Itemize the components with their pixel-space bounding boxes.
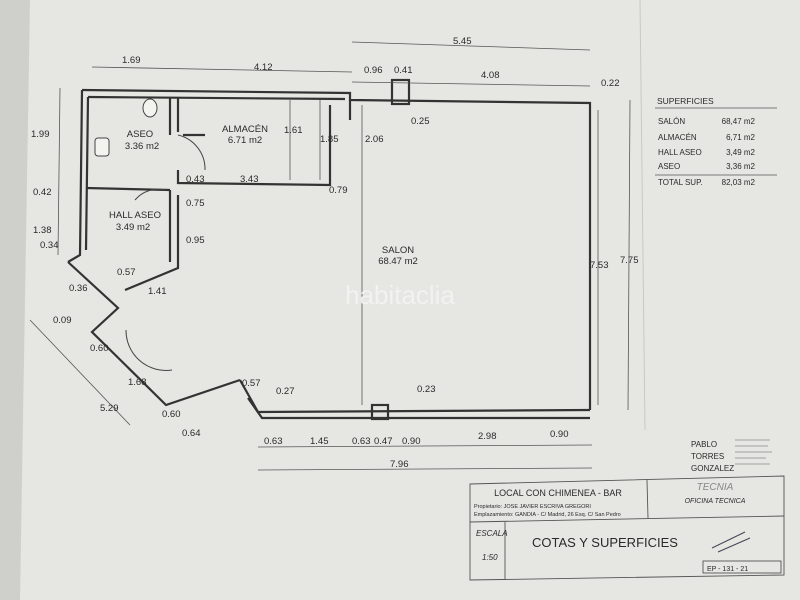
surface-label: ALMACÉN: [658, 133, 697, 142]
dimension-label: 0.09: [53, 315, 72, 326]
dimension-label: 0.47: [374, 436, 393, 447]
dimension-label: 0.95: [186, 235, 205, 246]
dimension-label: 0.43: [186, 174, 205, 185]
surface-value: 6,71 m2: [726, 133, 755, 142]
dimension-label: 0.57: [117, 267, 136, 278]
room-salon-area: 68.47 m2: [378, 256, 418, 267]
room-salon-name: SALON: [382, 245, 414, 256]
author-details: [735, 439, 772, 465]
dimension-label: 0.25: [411, 116, 430, 127]
dimension-label: 0.41: [394, 65, 413, 76]
title-block-frame: [469, 475, 785, 581]
dimension-label: 2.06: [365, 134, 384, 145]
dimension-label: 1.45: [310, 436, 329, 447]
dimension-label: 4.12: [254, 62, 273, 73]
sink-icon: [94, 137, 110, 157]
surface-total-label: TOTAL SUP.: [658, 178, 703, 187]
dimension-label: 0.96: [364, 65, 383, 76]
signature: [711, 531, 751, 553]
owner: Propietario: JOSE JAVIER ESCRIVA GREGORI: [474, 504, 591, 510]
dimension-label: 0.90: [550, 429, 569, 440]
fold-line: [639, 0, 646, 431]
dimension-label: 7.75: [620, 255, 639, 266]
scale-label: ESCALA: [476, 529, 508, 538]
dimension-label: 1.38: [33, 225, 52, 236]
dimension-label: 5.29: [100, 403, 119, 414]
drawing-code: EP - 131 - 21: [707, 566, 748, 573]
dimension-labels: 1.69 4.12 5.45 0.96 0.41 4.08 0.22 1.99 1.61 1.85…: [31, 36, 639, 470]
dimension-label: 7.96: [390, 459, 409, 470]
dimension-label: 0.34: [40, 240, 59, 251]
author-name: TORRES: [691, 452, 724, 461]
room-almacen-name: ALMACÉN: [222, 124, 268, 135]
surface-label: SALÓN: [658, 117, 685, 126]
dimension-label: 1.61: [284, 125, 303, 136]
dimension-label: 0.57: [242, 378, 261, 389]
dimension-label: 0.79: [329, 185, 348, 196]
dimension-label: 3.43: [240, 174, 259, 185]
walls: [67, 78, 592, 421]
watermark: habitaclia: [345, 280, 455, 310]
dimension-label: 1.99: [31, 129, 50, 140]
dimension-label: 0.22: [601, 78, 620, 89]
room-almacen-area: 6.71 m2: [228, 135, 262, 146]
dimension-label: 0.42: [33, 187, 52, 198]
surfaces-table: SUPERFICIES SALÓN 68,47 m2 ALMACÉN 6,71 …: [655, 96, 777, 187]
surface-label: HALL ASEO: [658, 148, 702, 157]
author-name: GONZALEZ: [691, 464, 734, 473]
surfaces-title: SUPERFICIES: [657, 96, 714, 106]
surface-label: ASEO: [658, 162, 680, 171]
dimension-label: 0.60: [90, 343, 109, 354]
project-title: LOCAL CON CHIMENEA - BAR: [494, 488, 622, 498]
dimension-label: 1.41: [148, 286, 167, 297]
surface-value: 68,47 m2: [722, 117, 756, 126]
dimension-label: 1.68: [128, 377, 147, 388]
dimension-label: 5.45: [453, 36, 472, 47]
sheet-title: COTAS Y SUPERFICIES: [532, 535, 678, 550]
location: Emplazamiento: GANDIA - C/ Madrid, 26 Es…: [474, 512, 621, 518]
dimension-label: 4.08: [481, 70, 500, 81]
room-hall-name: HALL ASEO: [109, 210, 161, 221]
surface-value: 3,49 m2: [726, 148, 755, 157]
dimension-label: 0.90: [402, 436, 421, 447]
dimension-label: 0.63: [264, 436, 283, 447]
toilet-icon: [142, 98, 158, 118]
dimension-label: 0.23: [417, 384, 436, 395]
dimension-label: 0.36: [69, 283, 88, 294]
firm-office: OFICINA TECNICA: [685, 498, 746, 505]
room-hall-area: 3.49 m2: [116, 222, 150, 233]
dimension-label: 7.53: [590, 260, 609, 271]
dimension-label: 0.27: [276, 386, 295, 397]
dimension-label: 0.63: [352, 436, 371, 447]
dimension-label: 1.69: [122, 55, 141, 66]
dimension-label: 0.64: [182, 428, 201, 439]
dimension-label: 1.85: [320, 134, 339, 145]
dimension-label: 2.98: [478, 431, 497, 442]
author-block: PABLO TORRES GONZALEZ: [691, 439, 772, 473]
firm-name: TECNIA: [697, 482, 734, 493]
surface-value: 3,36 m2: [726, 162, 755, 171]
bathroom-fixtures: [94, 98, 158, 157]
paper-edge: [0, 0, 30, 600]
dimension-lines: [29, 41, 631, 471]
room-aseo-area: 3.36 m2: [125, 141, 159, 152]
author-name: PABLO: [691, 440, 717, 449]
dimension-label: 0.75: [186, 198, 205, 209]
surface-total-value: 82,03 m2: [722, 178, 756, 187]
door-swings: [125, 134, 206, 371]
dimension-label: 0.60: [162, 409, 181, 420]
room-aseo-name: ASEO: [127, 129, 153, 140]
scale-value: 1:50: [482, 553, 498, 562]
